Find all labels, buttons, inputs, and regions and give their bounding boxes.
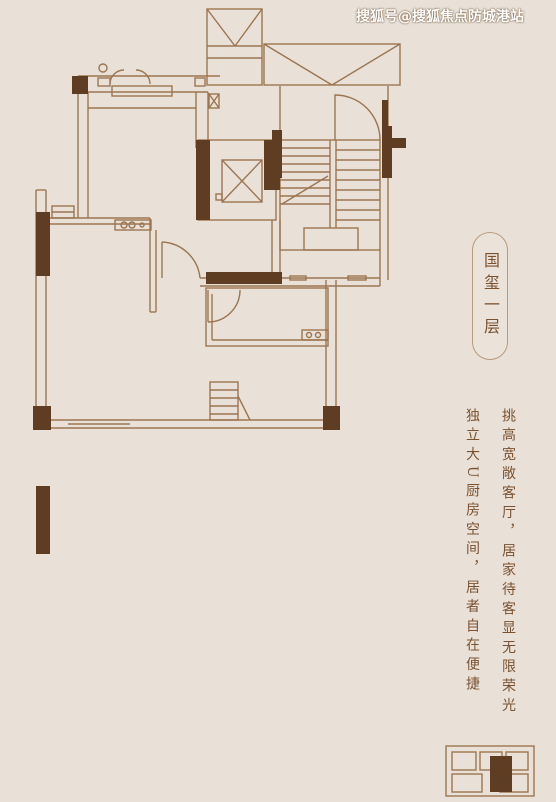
column xyxy=(272,130,282,178)
column xyxy=(382,100,388,126)
floor-label-badge: 国玺一层 xyxy=(472,232,508,360)
roof-annex-right xyxy=(263,43,401,86)
column xyxy=(382,126,392,178)
column xyxy=(36,212,50,276)
roof-annex-left xyxy=(206,8,263,86)
watermark: 搜狐号@搜狐焦点防城港站 xyxy=(356,9,524,25)
column xyxy=(196,140,210,220)
column xyxy=(390,138,406,148)
column xyxy=(36,486,50,554)
key-plan-fill xyxy=(490,756,512,792)
column xyxy=(33,406,51,430)
column xyxy=(72,76,88,94)
description-line-2: 独立大U厨房空间，居者自在便捷 xyxy=(464,408,480,696)
column xyxy=(323,406,340,430)
description-line-1: 挑高宽敞客厅，居家待客显无限荣光 xyxy=(500,408,516,717)
floor-label: 国玺一层 xyxy=(481,252,500,340)
elevator-shaft xyxy=(221,159,263,203)
column xyxy=(206,272,282,284)
